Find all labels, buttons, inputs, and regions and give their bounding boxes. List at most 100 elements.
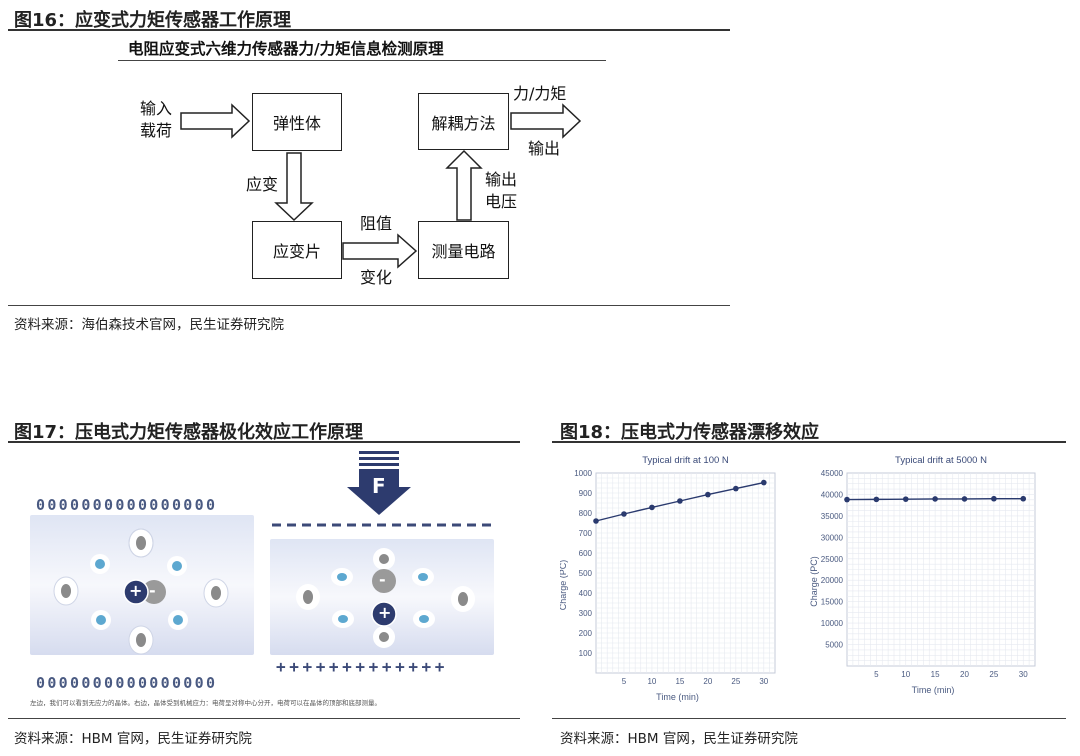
data-point <box>991 495 997 502</box>
data-point <box>761 479 767 486</box>
y-tick-label: 500 <box>579 569 593 578</box>
x-tick-label: 30 <box>1019 670 1028 679</box>
data-point <box>902 496 909 502</box>
negative-ion <box>136 633 146 647</box>
force-label: F <box>372 474 386 498</box>
negative-ion <box>211 586 221 600</box>
box-decoupling-method-label: 解耦方法 <box>431 113 496 133</box>
bottom-charge-row-left: 0000000000000000 <box>36 674 218 692</box>
x-axis-title: Time (min) <box>912 685 955 695</box>
data-point <box>873 496 880 503</box>
box-strain-gauge-label: 应变片 <box>272 242 321 261</box>
fig18-title-rule <box>552 441 1066 443</box>
force-arrow <box>347 451 411 515</box>
x-tick-label: 20 <box>703 677 712 686</box>
fig16-arrows <box>180 103 582 269</box>
positive-ion <box>95 559 105 569</box>
input-load-label-1: 输入 <box>140 99 173 118</box>
crystal-stressed-ions <box>296 548 475 648</box>
fig17-title: 图17：压电式力矩传感器极化效应工作原理 <box>14 422 364 443</box>
y-tick-label: 900 <box>579 489 593 498</box>
strain-label: 应变 <box>246 175 279 194</box>
resistance-label-1: 阻值 <box>360 214 393 233</box>
output-label: 输出 <box>528 139 561 158</box>
force-torque-label: 力/力矩 <box>513 84 567 103</box>
fig17-caption: 左边，我们可以看到无应力的晶体。右边，晶体受到机械应力：电荷呈对称中心分开，电荷… <box>30 699 381 707</box>
fig16-title-rule <box>8 29 730 31</box>
y-tick-label: 800 <box>579 509 593 518</box>
arrow-input-to-elastic <box>180 103 251 139</box>
x-tick-label: 20 <box>960 670 969 679</box>
data-point <box>1020 495 1027 502</box>
y-tick-label: 45000 <box>821 469 844 478</box>
box-elastic-body: 弹性体 <box>252 93 342 151</box>
stressed-plus-sign: + <box>378 603 392 622</box>
output-voltage-label-1: 输出 <box>485 170 518 189</box>
negative-ion <box>303 590 313 604</box>
box-strain-gauge: 应变片 <box>252 221 342 279</box>
positive-ion <box>173 615 183 625</box>
y-tick-label: 40000 <box>821 490 844 499</box>
positive-ion <box>418 573 428 581</box>
negative-ion <box>458 592 468 606</box>
fig18-title: 图18：压电式力传感器漂移效应 <box>560 422 820 443</box>
drift-chart-100n: Typical drift at 100 N 100 200 300 400 500 600… <box>560 455 776 702</box>
box-measuring-circuit-label: 测量电路 <box>431 242 496 261</box>
box-elastic-body-label: 弹性体 <box>272 114 321 133</box>
y-tick-label: 20000 <box>821 576 844 585</box>
data-point <box>932 496 938 502</box>
output-voltage-label-2: 电压 <box>485 192 518 211</box>
positive-ion <box>172 561 182 571</box>
box-decoupling-method: 解耦方法 <box>418 93 509 150</box>
x-tick-label: 10 <box>901 670 910 679</box>
y-tick-label: 400 <box>579 589 593 598</box>
y-tick-label: 100 <box>579 649 593 658</box>
y-tick-label: 35000 <box>821 512 844 521</box>
top-charge-row-left: 0000000000000000 <box>36 496 218 514</box>
data-point <box>593 518 599 524</box>
y-tick-label: 700 <box>579 529 593 538</box>
drift-chart-5000n: Typical drift at 5000 N50001000015000200… <box>809 455 1036 695</box>
fig17-source: 资料来源：HBM 官网，民生证券研究院 <box>14 731 252 747</box>
x-tick-label: 5 <box>874 670 879 679</box>
y-axis-title: Charge (PC) <box>560 560 568 611</box>
arrow-elastic-to-gauge <box>274 152 314 222</box>
x-axis-title: Time (min) <box>656 692 699 702</box>
x-tick-label: 30 <box>759 677 768 686</box>
crystal-unstressed-ions <box>53 528 229 655</box>
arrow-decouple-to-output <box>510 103 582 139</box>
y-tick-label: 300 <box>579 609 593 618</box>
box-measuring-circuit: 测量电路 <box>418 221 509 279</box>
y-tick-label: 600 <box>579 549 593 558</box>
top-negative-charges <box>272 523 494 527</box>
arrow-measure-to-decouple <box>445 149 483 221</box>
x-tick-label: 15 <box>931 670 940 679</box>
fig16-bottom-rule <box>8 305 730 306</box>
center-plus-sign: + <box>129 581 143 600</box>
data-point <box>844 496 850 503</box>
crystal-unstressed: + - <box>30 515 254 655</box>
positive-ion <box>419 615 429 623</box>
y-tick-label: 25000 <box>821 555 844 564</box>
negative-ion <box>379 632 389 642</box>
data-point <box>705 491 711 498</box>
data-point <box>961 496 968 502</box>
positive-ion <box>338 615 348 623</box>
x-tick-label: 25 <box>989 670 998 679</box>
arrow-gauge-to-measure <box>342 233 418 269</box>
negative-ion <box>379 554 389 564</box>
input-load-label-2: 载荷 <box>140 121 173 140</box>
positive-ion <box>96 615 106 625</box>
y-tick-label: 10000 <box>821 619 844 628</box>
x-tick-label: 5 <box>622 677 627 686</box>
y-tick-label: 200 <box>579 629 593 638</box>
fig18-bottom-rule <box>552 718 1066 719</box>
grid <box>596 473 775 673</box>
data-point <box>677 498 683 504</box>
resistance-label-2: 变化 <box>360 268 393 287</box>
y-axis-title: Charge (PC) <box>809 556 819 607</box>
y-tick-label: 1000 <box>574 469 592 478</box>
chart-title: Typical drift at 100 N <box>642 455 729 466</box>
fig16-title: 图16：应变式力矩传感器工作原理 <box>14 10 292 31</box>
grid <box>847 473 1035 666</box>
